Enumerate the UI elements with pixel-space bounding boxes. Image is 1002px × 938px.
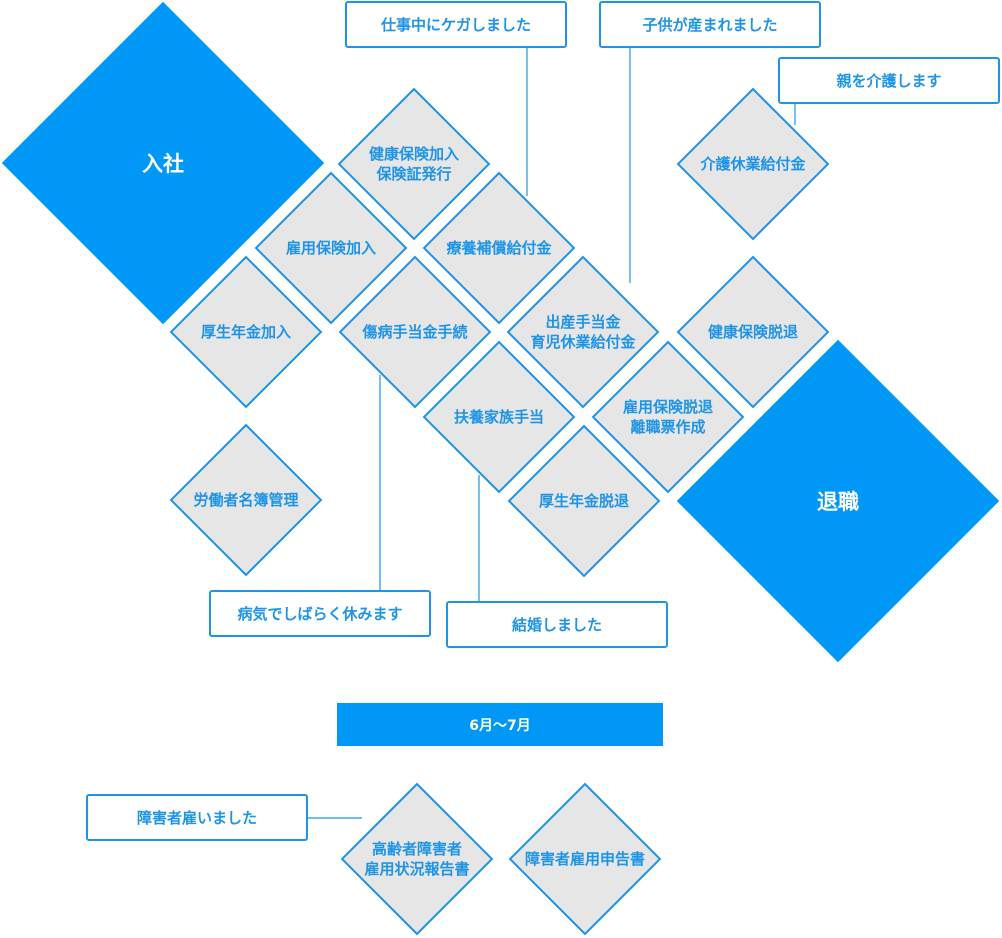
pension-leave-diamond: 厚生年金脱退 (507, 424, 661, 578)
diamond-label: 雇用保険脱退離職票作成 (623, 397, 713, 437)
elderly-disabled-report-diamond: 高齢者障害者雇用状況報告書 (340, 782, 494, 936)
diamond-label-line: 健康保険加入 (368, 145, 459, 163)
diamond-label: 扶養家族手当 (454, 407, 544, 427)
diamond-label: 労働者名簿管理 (193, 490, 298, 510)
employment-insurance-join-diamond: 雇用保険加入 (254, 171, 408, 325)
diamond-label: 厚生年金脱退 (539, 491, 629, 511)
diamond-label-line: 雇用状況報告書 (364, 860, 470, 878)
diamond-label-line: 障害者雇用申告書 (524, 850, 645, 868)
situation-child-born: 子供が産まれました (599, 1, 821, 48)
diamond-label-line: 療養補償給付金 (446, 239, 552, 257)
diamond-label: 高齢者障害者雇用状況報告書 (364, 839, 469, 879)
diamond-label-line: 労働者名簿管理 (193, 491, 299, 509)
diamond-label-line: 離職票作成 (630, 418, 706, 436)
situation-hired-disabled: 障害者雇いました (86, 794, 308, 841)
diamond-label-line: 雇用保険加入 (285, 239, 376, 257)
diamond-label: 厚生年金加入 (201, 322, 291, 342)
diamond-label: 傷病手当金手続 (362, 322, 467, 342)
diamond-label-line: 扶養家族手当 (453, 408, 544, 426)
injury-compensation-diamond: 療養補償給付金 (422, 171, 576, 325)
join-label: 入社 (142, 152, 184, 176)
diamond-label: 健康保険加入保険証発行 (369, 144, 459, 184)
diamond-label-line: 育児休業給付金 (530, 333, 636, 351)
situation-married: 結婚しました (446, 601, 668, 648)
situation-sick-leave: 病気でしばらく休みます (209, 590, 431, 637)
pension-join-diamond: 厚生年金加入 (169, 255, 323, 409)
leave-label: 退職 (817, 490, 859, 514)
diamond-label-line: 雇用保険脱退 (622, 398, 713, 416)
diamond-label: 健康保険脱退 (708, 322, 798, 342)
diamond-label-line: 出産手当金 (545, 313, 621, 331)
diamond-label-line: 厚生年金脱退 (538, 492, 629, 510)
dependent-allowance-diamond: 扶養家族手当 (422, 340, 576, 494)
situation-caring-parent: 親を介護します (778, 57, 1000, 104)
diamond-label-line: 健康保険脱退 (707, 323, 798, 341)
diamond-label: 障害者雇用申告書 (525, 849, 645, 869)
care-leave-benefit-diamond: 介護休業給付金 (676, 87, 830, 241)
childbirth-childcare-diamond: 出産手当金育児休業給付金 (506, 255, 660, 409)
health-insurance-join-diamond: 健康保険加入保険証発行 (337, 87, 491, 241)
diamond-label-line: 介護休業給付金 (700, 155, 806, 173)
diamond-label-line: 厚生年金加入 (200, 323, 291, 341)
employment-insurance-leave-diamond: 雇用保険脱退離職票作成 (591, 340, 745, 494)
diamond-label-line: 傷病手当金手続 (362, 323, 468, 341)
diamond-label: 出産手当金育児休業給付金 (530, 312, 635, 352)
diamond-label-line: 保険証発行 (376, 165, 452, 183)
sickness-allowance-diamond: 傷病手当金手続 (338, 255, 492, 409)
diamond-label: 雇用保険加入 (286, 238, 376, 258)
diamond-label: 療養補償給付金 (446, 238, 551, 258)
worker-roster-diamond: 労働者名簿管理 (169, 423, 323, 577)
diamond-label: 介護休業給付金 (700, 154, 805, 174)
health-insurance-leave-diamond: 健康保険脱退 (676, 255, 830, 409)
situation-injured-at-work: 仕事中にケガしました (345, 1, 567, 48)
diamond-label-line: 高齢者障害者 (371, 840, 462, 858)
join-diamond: 入社 (1, 1, 325, 325)
disabled-employment-report-diamond: 障害者雇用申告書 (508, 782, 662, 936)
period-bar: 6月〜7月 (337, 703, 663, 746)
leave-diamond: 退職 (676, 339, 1000, 663)
